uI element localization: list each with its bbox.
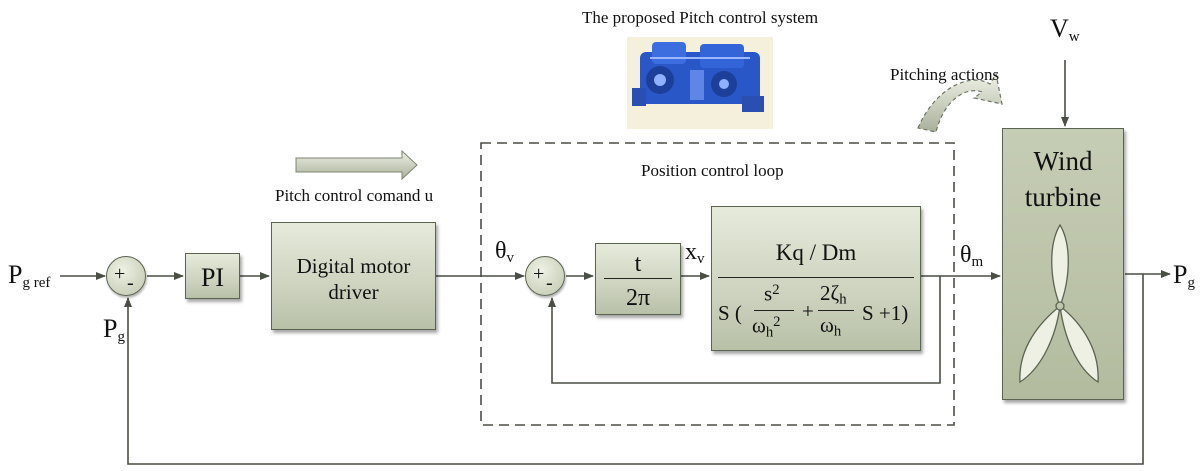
minus-sign: - (127, 272, 134, 294)
tf-numerator: Kq / Dm (775, 240, 857, 265)
minus-sign: - (546, 272, 553, 294)
driver-label-line1: Digital motor (296, 254, 411, 278)
tf-two-zeta: 2ζh (820, 281, 847, 308)
wire-position-feedback (548, 276, 941, 384)
tf-den-tail: S +1) (862, 301, 909, 325)
turbine-label-line1: Wind (1033, 146, 1093, 176)
summing-junction-inner: + - (525, 256, 565, 296)
driver-label-line2: driver (328, 280, 379, 304)
plus-sign: + (114, 263, 126, 285)
pi-controller-block: PI (185, 253, 240, 299)
pi-label: PI (200, 263, 225, 292)
pitching-actions-label: Pitching actions (890, 65, 1000, 84)
pg-feedback-label: Pg (103, 314, 125, 345)
turbine-label-line2: turbine (1024, 182, 1102, 212)
tf-inner-bar-1 (754, 310, 794, 311)
theta-m-label: θm (960, 242, 984, 270)
system-title: The proposed Pitch control system (582, 8, 819, 27)
wire-outer-feedback (124, 274, 1144, 465)
position-loop-label: Position control loop (641, 161, 784, 180)
wind-turbine-block: Wind turbine (1002, 128, 1124, 400)
digital-motor-driver-block: Digital motor driver (271, 222, 436, 330)
tf-fraction-bar (718, 277, 914, 278)
wind-speed-label: Vw (1050, 14, 1080, 45)
theta-v-label: θv (495, 238, 514, 266)
tf-plus: + (802, 299, 814, 323)
gain-fraction-bar (604, 278, 672, 279)
tf-omega-squared: ωh2 (752, 313, 781, 341)
hydraulic-pump-image (627, 37, 773, 129)
tf-den-prefix: S ( (718, 301, 742, 325)
command-arrow (295, 149, 418, 181)
gain-denominator: 2π (625, 285, 651, 311)
position-loop-frame (480, 142, 955, 426)
tf-inner-bar-2 (818, 310, 854, 311)
gain-numerator: t (634, 251, 642, 277)
summing-junction-outer: + - (106, 256, 146, 296)
pitching-arrow (917, 72, 1003, 133)
gain-block: t 2π (595, 243, 681, 315)
plus-sign: + (533, 263, 545, 285)
xv-label: xv (685, 239, 705, 267)
pref-label: Pg ref (8, 260, 51, 291)
transfer-function-block: Kq / Dm S ( s2 ωh2 + 2ζh ωh S +1) (711, 206, 921, 351)
pitch-command-label: Pitch control comand u (275, 186, 434, 205)
tf-s-squared: s2 (764, 281, 780, 306)
tf-omega: ωh (820, 313, 842, 340)
pg-output-label: Pg (1173, 260, 1195, 291)
